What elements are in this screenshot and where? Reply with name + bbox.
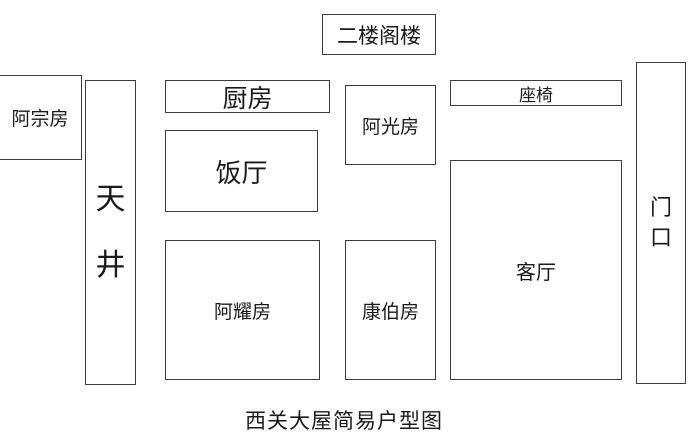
room-kangbo-label: 康伯房	[361, 301, 419, 323]
room-keting: 客厅	[450, 160, 622, 380]
room-kitchen: 厨房	[165, 80, 330, 113]
room-attic: 二楼阁楼	[322, 14, 436, 55]
courtyard-tianjing-label: 天井	[95, 182, 126, 282]
room-dining: 饭厅	[165, 130, 318, 212]
diagram-caption: 西关大屋简易户型图	[245, 410, 443, 433]
bench-seats-label: 座椅	[519, 85, 553, 105]
room-ayao-label: 阿耀房	[213, 301, 271, 323]
bench-seats: 座椅	[450, 80, 622, 106]
room-kangbo: 康伯房	[345, 240, 436, 380]
room-azong: 阿宗房	[0, 75, 82, 160]
room-aguang-label: 阿光房	[361, 116, 419, 138]
room-aguang: 阿光房	[345, 85, 436, 165]
courtyard-tianjing: 天井	[85, 80, 136, 385]
room-azong-label: 阿宗房	[11, 109, 69, 130]
room-keting-label: 客厅	[516, 261, 556, 284]
room-attic-label: 二楼阁楼	[337, 24, 421, 48]
room-ayao: 阿耀房	[165, 240, 320, 380]
room-dining-label: 饭厅	[215, 157, 268, 188]
entrance-menkou-label: 门口	[649, 195, 672, 250]
room-kitchen-label: 厨房	[222, 84, 273, 113]
entrance-menkou: 门口	[636, 62, 686, 384]
